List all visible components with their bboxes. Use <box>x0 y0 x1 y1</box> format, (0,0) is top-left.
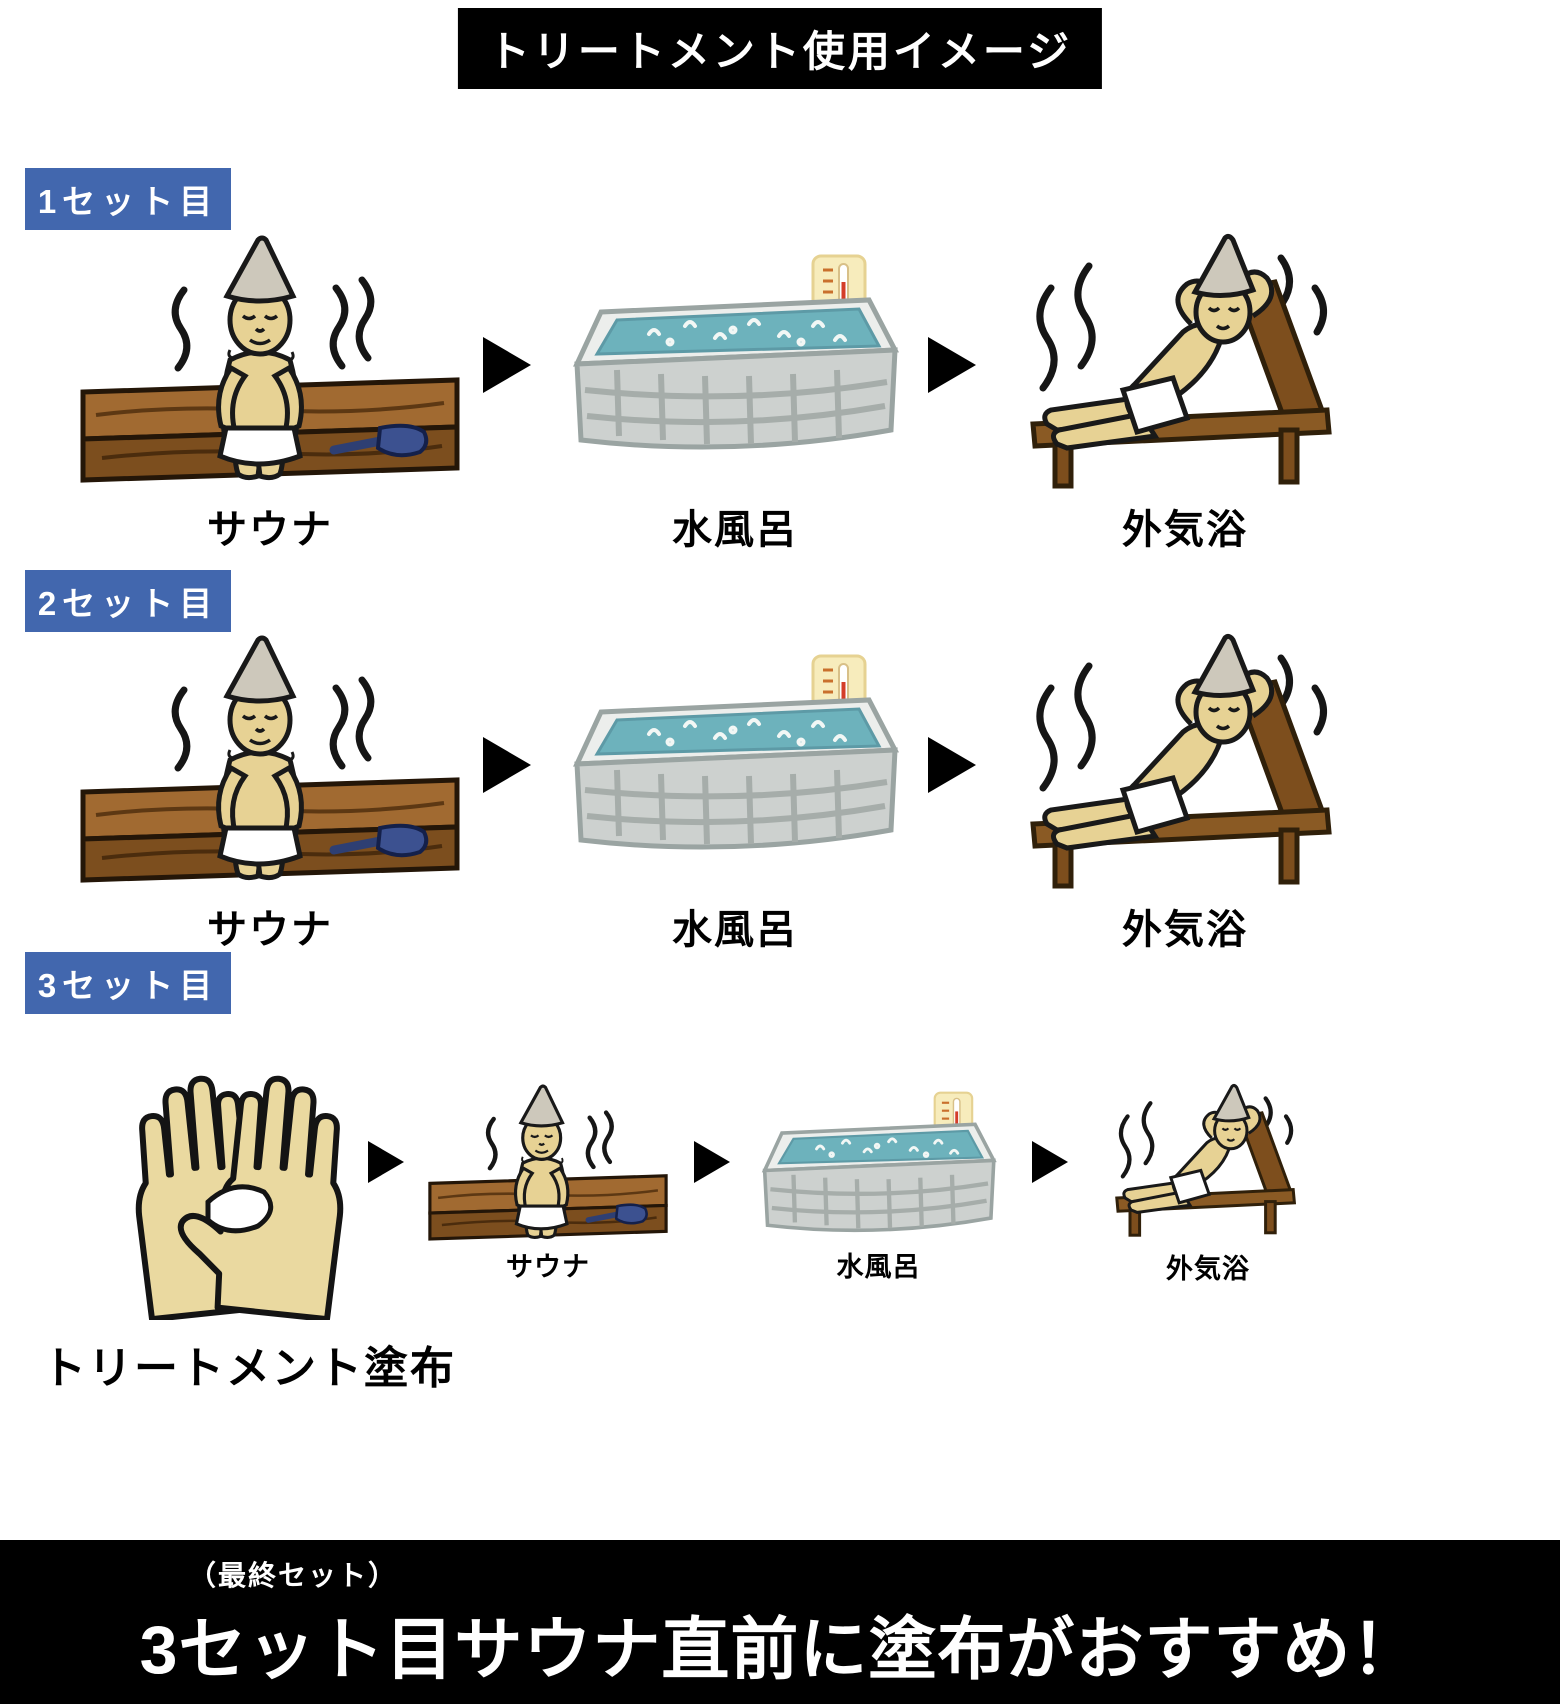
arrow-right-icon <box>483 737 531 793</box>
outdoor-air-bath-illustration <box>1088 1080 1328 1244</box>
page-title: トリートメント使用イメージ <box>487 28 1073 75</box>
sauna-label: サウナ <box>207 908 333 952</box>
arrow-right-icon <box>1032 1141 1068 1183</box>
sauna-label: サウナ <box>207 508 333 552</box>
outdoor-air-bath-label: 外気浴 <box>1122 508 1248 552</box>
arrow-right-icon <box>694 1141 730 1183</box>
treatment-apply-label: トリートメント塗布 <box>42 1344 456 1393</box>
arrow-right-icon <box>928 737 976 793</box>
outdoor-air-bath-illustration <box>985 228 1385 500</box>
sauna-illustration <box>80 232 460 497</box>
arrow-right-icon <box>483 337 531 393</box>
arrow-right-icon <box>368 1141 404 1183</box>
outdoor-air-bath-illustration <box>985 628 1385 900</box>
outdoor-air-bath-label: 外気浴 <box>1122 908 1248 952</box>
set-1-badge: 1セット目 <box>25 168 231 230</box>
sauna-illustration <box>428 1082 668 1250</box>
arrow-right-icon <box>928 337 976 393</box>
sauna-illustration <box>80 632 460 897</box>
water-bath-label: 水風呂 <box>836 1252 921 1282</box>
treatment-hands-illustration <box>112 1052 367 1320</box>
water-bath-label: 水風呂 <box>672 508 798 552</box>
footer-note: （最終セット） <box>188 1560 399 1591</box>
water-bath-illustration <box>565 652 905 876</box>
set-3-badge: 3セット目 <box>25 952 231 1014</box>
set-2-badge: 2セット目 <box>25 570 231 632</box>
footer-banner: （最終セット） 3セット目サウナ直前に塗布がおすすめ！ <box>0 1540 1560 1704</box>
footer-message: 3セット目サウナ直前に塗布がおすすめ！ <box>139 1612 1421 1688</box>
title-banner: トリートメント使用イメージ <box>457 8 1103 89</box>
water-bath-illustration <box>565 252 905 476</box>
water-bath-illustration <box>756 1090 1001 1251</box>
water-bath-label: 水風呂 <box>672 908 798 952</box>
outdoor-air-bath-label: 外気浴 <box>1166 1254 1250 1284</box>
sauna-label: サウナ <box>506 1252 590 1282</box>
